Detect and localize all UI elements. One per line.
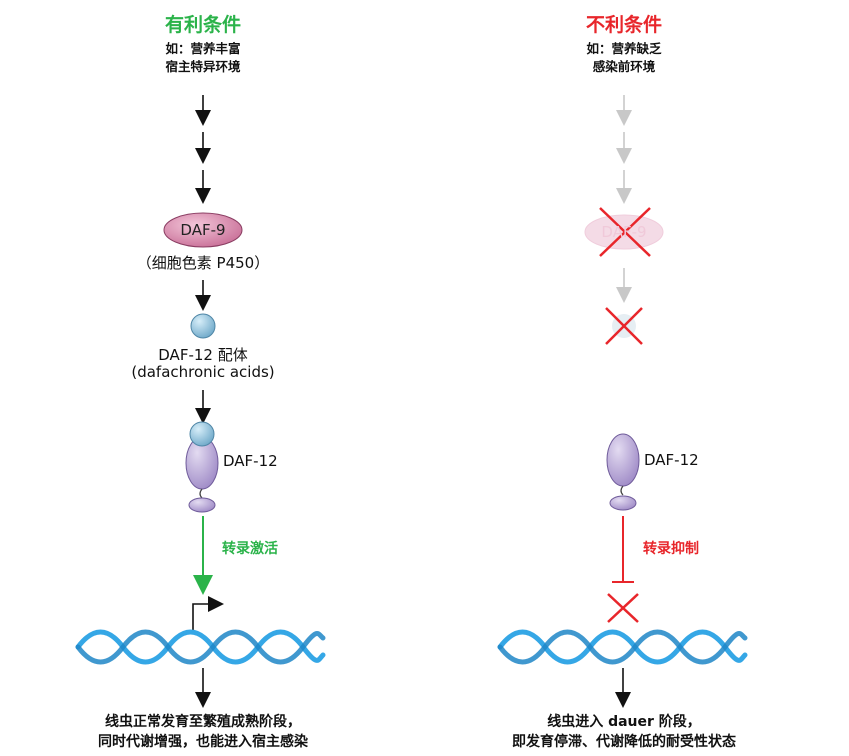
- left-ligand-label-2: (dafachronic acids): [131, 363, 275, 381]
- left-ligand: [190, 313, 216, 339]
- right-outcome-2: 即发育停滞、代谢降低的耐受性状态: [512, 734, 736, 750]
- left-subtitle-1: 如：营养丰富: [165, 41, 241, 56]
- left-daf12-label: DAF-12: [223, 452, 278, 470]
- left-subtitle-2: 宿主特异环境: [165, 59, 241, 74]
- right-repression-label: 转录抑制: [643, 541, 699, 557]
- right-subtitle-1: 如：营养缺乏: [586, 41, 662, 56]
- right-ligand-cross: [605, 307, 643, 345]
- right-daf9-label: DAF-9: [601, 223, 647, 241]
- left-outcome-1: 线虫正常发育至繁殖成熟阶段，: [105, 714, 301, 730]
- right-daf12-label: DAF-12: [644, 451, 699, 469]
- left-activation-label: 转录激活: [222, 541, 278, 557]
- left-outcome-2: 同时代谢增强，也能进入宿主感染: [98, 734, 308, 750]
- right-dna-cross: [607, 593, 639, 623]
- right-title: 不利条件: [585, 14, 662, 36]
- left-promoter-arrow: [192, 596, 224, 632]
- left-daf12-receptor: [185, 421, 219, 513]
- left-title: 有利条件: [164, 14, 241, 36]
- left-dna-helix: [75, 629, 326, 665]
- right-repression-bar: [612, 516, 634, 583]
- left-daf9-enzyme: [163, 212, 243, 248]
- left-ligand-label-1: DAF-12 配体: [158, 346, 248, 364]
- right-daf9-cross: [599, 207, 651, 257]
- right-daf12-receptor: [606, 433, 640, 511]
- right-subtitle-2: 感染前环境: [592, 59, 656, 74]
- left-daf9-label: DAF-9: [180, 221, 226, 239]
- left-cyp450-label: （细胞色素 P450）: [136, 254, 270, 272]
- right-outcome-1: 线虫进入 dauer 阶段，: [547, 714, 701, 730]
- right-dna-helix: [497, 629, 748, 665]
